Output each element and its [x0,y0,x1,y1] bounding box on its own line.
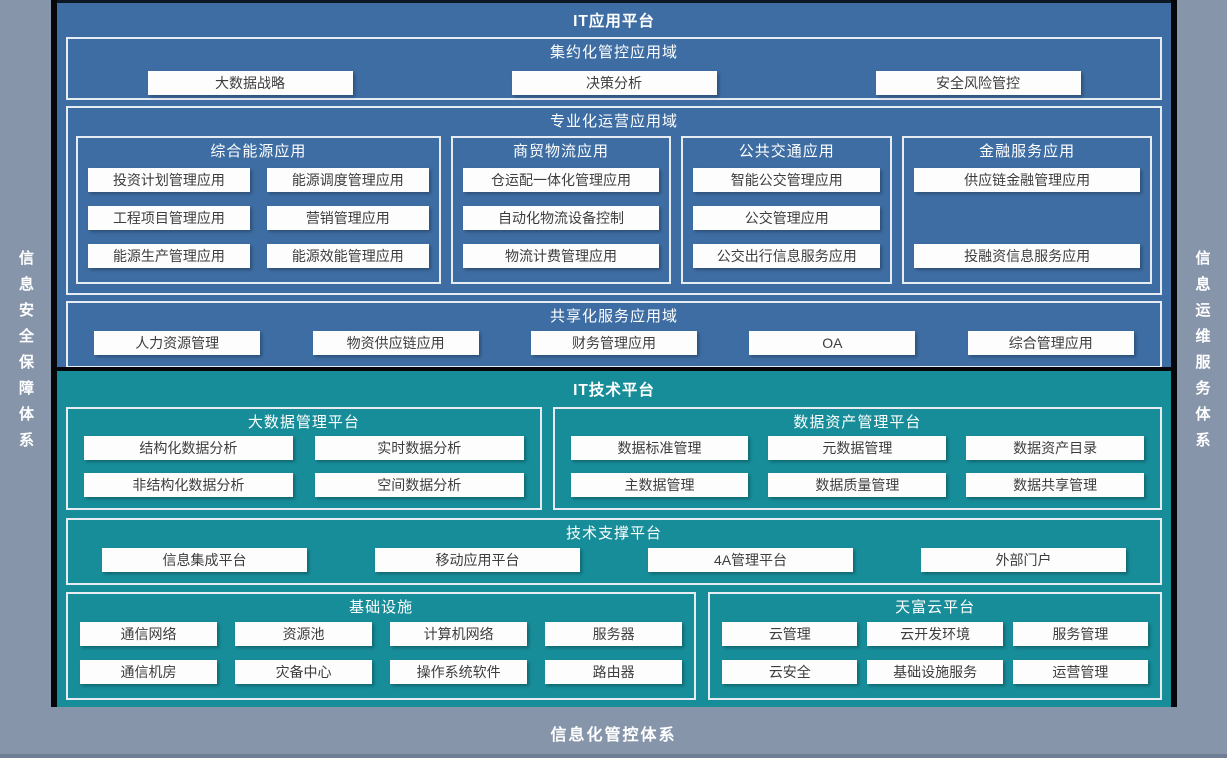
infrastructure-group-items: 通信网络资源池计算机网络服务器通信机房灾备中心操作系统软件路由器 [68,620,694,698]
data-asset-group-items: 数据标准管理元数据管理数据资产目录主数据管理数据质量管理数据共享管理 [555,435,1160,508]
diagram-label-box: OA [749,331,916,355]
diagram-label-box: 外部门户 [921,548,1126,572]
tech-platform-title: IT技术平台 [573,382,655,399]
energy-app-group: 综合能源应用 投资计划管理应用能源调度管理应用工程项目管理应用营销管理应用能源生… [76,136,441,284]
finance-group-title: 金融服务应用 [979,143,1076,160]
diagram-label-box: 实时数据分析 [314,436,524,461]
professional-domain-title: 专业化运营应用域 [549,113,678,130]
diagram-label-box: 资源池 [235,622,373,646]
diagram-label-box: 路由器 [545,660,683,684]
diagram-label-box: 信息集成平台 [102,548,307,572]
shared-domain-title: 共享化服务应用域 [549,308,678,325]
diagram-label-box: 运营管理 [1012,660,1148,684]
diagram-label-box: 智能公交管理应用 [693,167,881,192]
diagram-label-box: 安全风险管控 [875,71,1081,95]
diagram-label-box: 基础设施服务 [867,660,1003,684]
centralized-domain-items: 大数据战略 决策分析 安全风险管控 [68,65,1160,95]
tech-support-platform-group: 技术支撑平台 信息集成平台 移动应用平台 4A管理平台 外部门户 [66,518,1162,585]
tech-row-data-platforms: 大数据管理平台 结构化数据分析实时数据分析非结构化数据分析空间数据分析 数据资产… [66,407,1162,510]
tianfu-cloud-platform-group: 天富云平台 云管理云开发环境服务管理云安全基础设施服务运营管理 [708,592,1162,700]
diagram-label-box: 云管理 [722,622,858,646]
diagram-label-box: 空间数据分析 [314,472,524,497]
info-control-system-band: 信息化管控体系 [550,726,677,744]
diagram-label-box: 能源生产管理应用 [88,243,250,268]
bottom-edge-divider [0,754,1227,758]
centralized-domain-title: 集约化管控应用域 [549,44,678,61]
centralized-control-domain: 集约化管控应用域 大数据战略 决策分析 安全风险管控 [66,37,1162,100]
energy-group-items: 投资计划管理应用能源调度管理应用工程项目管理应用营销管理应用能源生产管理应用能源… [78,164,439,282]
tech-row-infrastructure: 基础设施 通信网络资源池计算机网络服务器通信机房灾备中心操作系统软件路由器 天富… [66,592,1162,700]
infrastructure-group: 基础设施 通信网络资源池计算机网络服务器通信机房灾备中心操作系统软件路由器 [66,592,697,700]
diagram-label-box: 数据共享管理 [966,472,1144,497]
diagram-label-box: 营销管理应用 [266,205,429,230]
diagram-label-box: 物流计费管理应用 [462,243,660,268]
diagram-label-box: 工程项目管理应用 [88,205,250,230]
main-diagram-area: IT应用平台 集约化管控应用域 大数据战略 决策分析 安全风险管控 专业化运营应用域… [51,0,1177,707]
public-transit-group: 公共交通应用 智能公交管理应用公交管理应用公交出行信息服务应用 [681,136,893,284]
transit-group-items: 智能公交管理应用公交管理应用公交出行信息服务应用 [683,164,890,282]
diagram-label-box: 财务管理应用 [530,331,697,355]
shared-service-domain: 共享化服务应用域 人力资源管理 物资供应链应用 财务管理应用 OA 综合管理应用 [66,301,1162,368]
diagram-label-box: 服务管理 [1012,622,1148,646]
data-asset-platform-group: 数据资产管理平台 数据标准管理元数据管理数据资产目录主数据管理数据质量管理数据共… [552,407,1162,510]
diagram-label-box: 人力资源管理 [94,331,261,355]
diagram-label-box: 通信网络 [80,622,218,646]
it-technology-platform-panel: IT技术平台 大数据管理平台 结构化数据分析实时数据分析非结构化数据分析空间数据… [57,367,1171,707]
bigdata-group-title: 大数据管理平台 [247,414,360,431]
diagram-label-box: 大数据战略 [147,71,353,95]
diagram-label-box: 通信机房 [80,660,218,684]
diagram-label-box: 仓运配一体化管理应用 [462,167,660,192]
diagram-label-box: 结构化数据分析 [84,436,293,461]
diagram-label-box: 非结构化数据分析 [84,472,293,497]
trade-group-title: 商贸物流应用 [513,143,610,160]
diagram-label-box: 云开发环境 [867,622,1003,646]
diagram-label-box: 投融资信息服务应用 [914,243,1140,268]
bigdata-platform-group: 大数据管理平台 结构化数据分析实时数据分析非结构化数据分析空间数据分析 [66,407,542,510]
diagram-label-box: 能源效能管理应用 [266,243,429,268]
diagram-label-box: 计算机网络 [390,622,528,646]
diagram-label-box: 云安全 [722,660,858,684]
diagram-label-box: 供应链金融管理应用 [914,167,1140,192]
diagram-label-box: 4A管理平台 [648,548,853,572]
shared-domain-items: 人力资源管理 物资供应链应用 财务管理应用 OA 综合管理应用 [68,329,1160,355]
infrastructure-group-title: 基础设施 [349,599,414,616]
diagram-label-box: 公交管理应用 [693,205,881,230]
professional-operation-domain: 专业化运营应用域 综合能源应用 投资计划管理应用能源调度管理应用工程项目管理应用… [66,106,1162,295]
diagram-label-box: 数据资产目录 [966,436,1144,461]
diagram-label-box: 物资供应链应用 [312,331,479,355]
diagram-label-box: 公交出行信息服务应用 [693,243,881,268]
data-asset-group-title: 数据资产管理平台 [793,414,922,431]
diagram-label-box: 主数据管理 [570,472,749,497]
diagram-label-box: 决策分析 [511,71,717,95]
diagram-label-box: 灾备中心 [235,660,373,684]
diagram-label-box: 能源调度管理应用 [266,167,429,192]
bigdata-group-items: 结构化数据分析实时数据分析非结构化数据分析空间数据分析 [68,435,540,508]
trade-logistics-group: 商贸物流应用 仓运配一体化管理应用自动化物流设备控制物流计费管理应用 [450,136,672,284]
energy-group-title: 综合能源应用 [210,143,307,160]
professional-domain-groups: 综合能源应用 投资计划管理应用能源调度管理应用工程项目管理应用营销管理应用能源生… [68,134,1160,284]
transit-group-title: 公共交通应用 [738,143,835,160]
cloud-group-title: 天富云平台 [895,599,976,616]
finance-group-items: 供应链金融管理应用投融资信息服务应用 [904,164,1150,282]
finance-service-group: 金融服务应用 供应链金融管理应用投融资信息服务应用 [902,136,1152,284]
trade-group-items: 仓运配一体化管理应用自动化物流设备控制物流计费管理应用 [453,164,670,282]
diagram-label-box: 操作系统软件 [390,660,528,684]
diagram-label-box: 自动化物流设备控制 [462,205,660,230]
tech-support-items: 信息集成平台 移动应用平台 4A管理平台 外部门户 [68,546,1160,572]
diagram-label-box: 综合管理应用 [967,331,1134,355]
security-system-band: 信息安全保障体系 [17,249,34,458]
app-platform-title: IT应用平台 [573,13,655,30]
tech-support-title: 技术支撑平台 [565,525,662,542]
cloud-group-items: 云管理云开发环境服务管理云安全基础设施服务运营管理 [710,620,1160,698]
ops-service-system-band: 信息运维服务体系 [1193,249,1211,458]
diagram-label-box: 服务器 [545,622,683,646]
diagram-label-box: 数据质量管理 [768,472,947,497]
diagram-label-box: 投资计划管理应用 [88,167,250,192]
diagram-label-box: 数据标准管理 [570,436,749,461]
diagram-label-box: 元数据管理 [768,436,947,461]
diagram-label-box: 移动应用平台 [375,548,580,572]
it-application-platform-panel: IT应用平台 集约化管控应用域 大数据战略 决策分析 安全风险管控 专业化运营应用域… [57,0,1171,368]
